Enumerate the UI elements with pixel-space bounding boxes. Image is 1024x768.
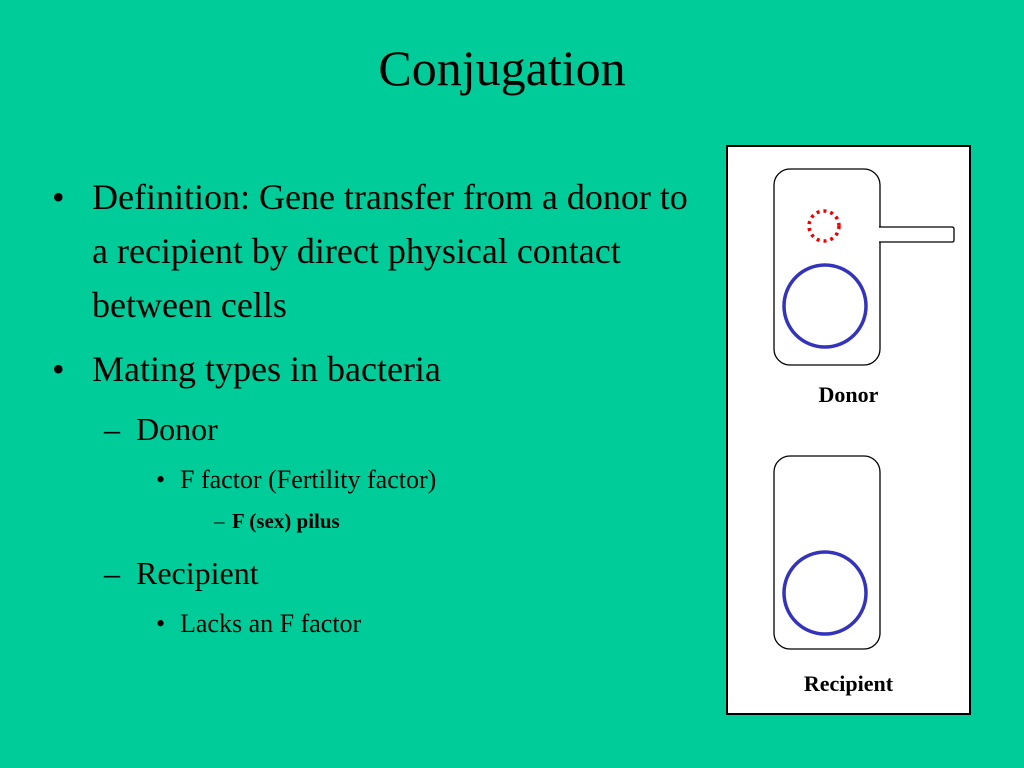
dash-marker: – [104,555,120,591]
recipient-label: Recipient [803,671,894,696]
sub-bullet-pilus: – F (sex) pilus [52,506,702,536]
f-plasmid-circle [807,209,841,243]
mating-types-text: Mating types in bacteria [92,349,441,389]
bullet-marker: • [156,609,166,638]
dash-marker: – [104,411,120,447]
slide-title: Conjugation [378,40,626,96]
pilus-text: F (sex) pilus [232,509,340,533]
donor-text: Donor [136,411,218,447]
definition-text: Definition: Gene transfer from a donor t… [92,177,688,325]
donor-label: Donor [818,382,879,407]
lacks-f-text: Lacks an F factor [180,609,362,638]
recipient-text: Recipient [136,555,259,591]
f-factor-text: F factor (Fertility factor) [180,465,437,494]
dash-marker: – [214,509,225,533]
sub-bullet-f-factor: • F factor (Fertility factor) [52,462,702,498]
bullet-marker: • [52,349,65,389]
bullet-marker: • [156,465,166,494]
recipient-chromosome-circle [782,550,868,636]
sex-pilus [879,226,955,243]
sub-bullet-lacks-f: • Lacks an F factor [52,606,702,642]
bullet-mating-types: • Mating types in bacteria [52,342,702,396]
cell-diagram [773,168,955,650]
bullet-marker: • [52,177,65,217]
conjugation-figure: Donor Recipient [726,145,971,715]
bullet-definition: • Definition: Gene transfer from a donor… [52,170,702,332]
donor-cell-outline [773,168,881,366]
sub-bullet-donor: – Donor [52,406,702,452]
bullet-list: • Definition: Gene transfer from a donor… [52,170,702,650]
donor-chromosome-circle [782,263,868,349]
sub-bullet-recipient: – Recipient [52,550,702,596]
